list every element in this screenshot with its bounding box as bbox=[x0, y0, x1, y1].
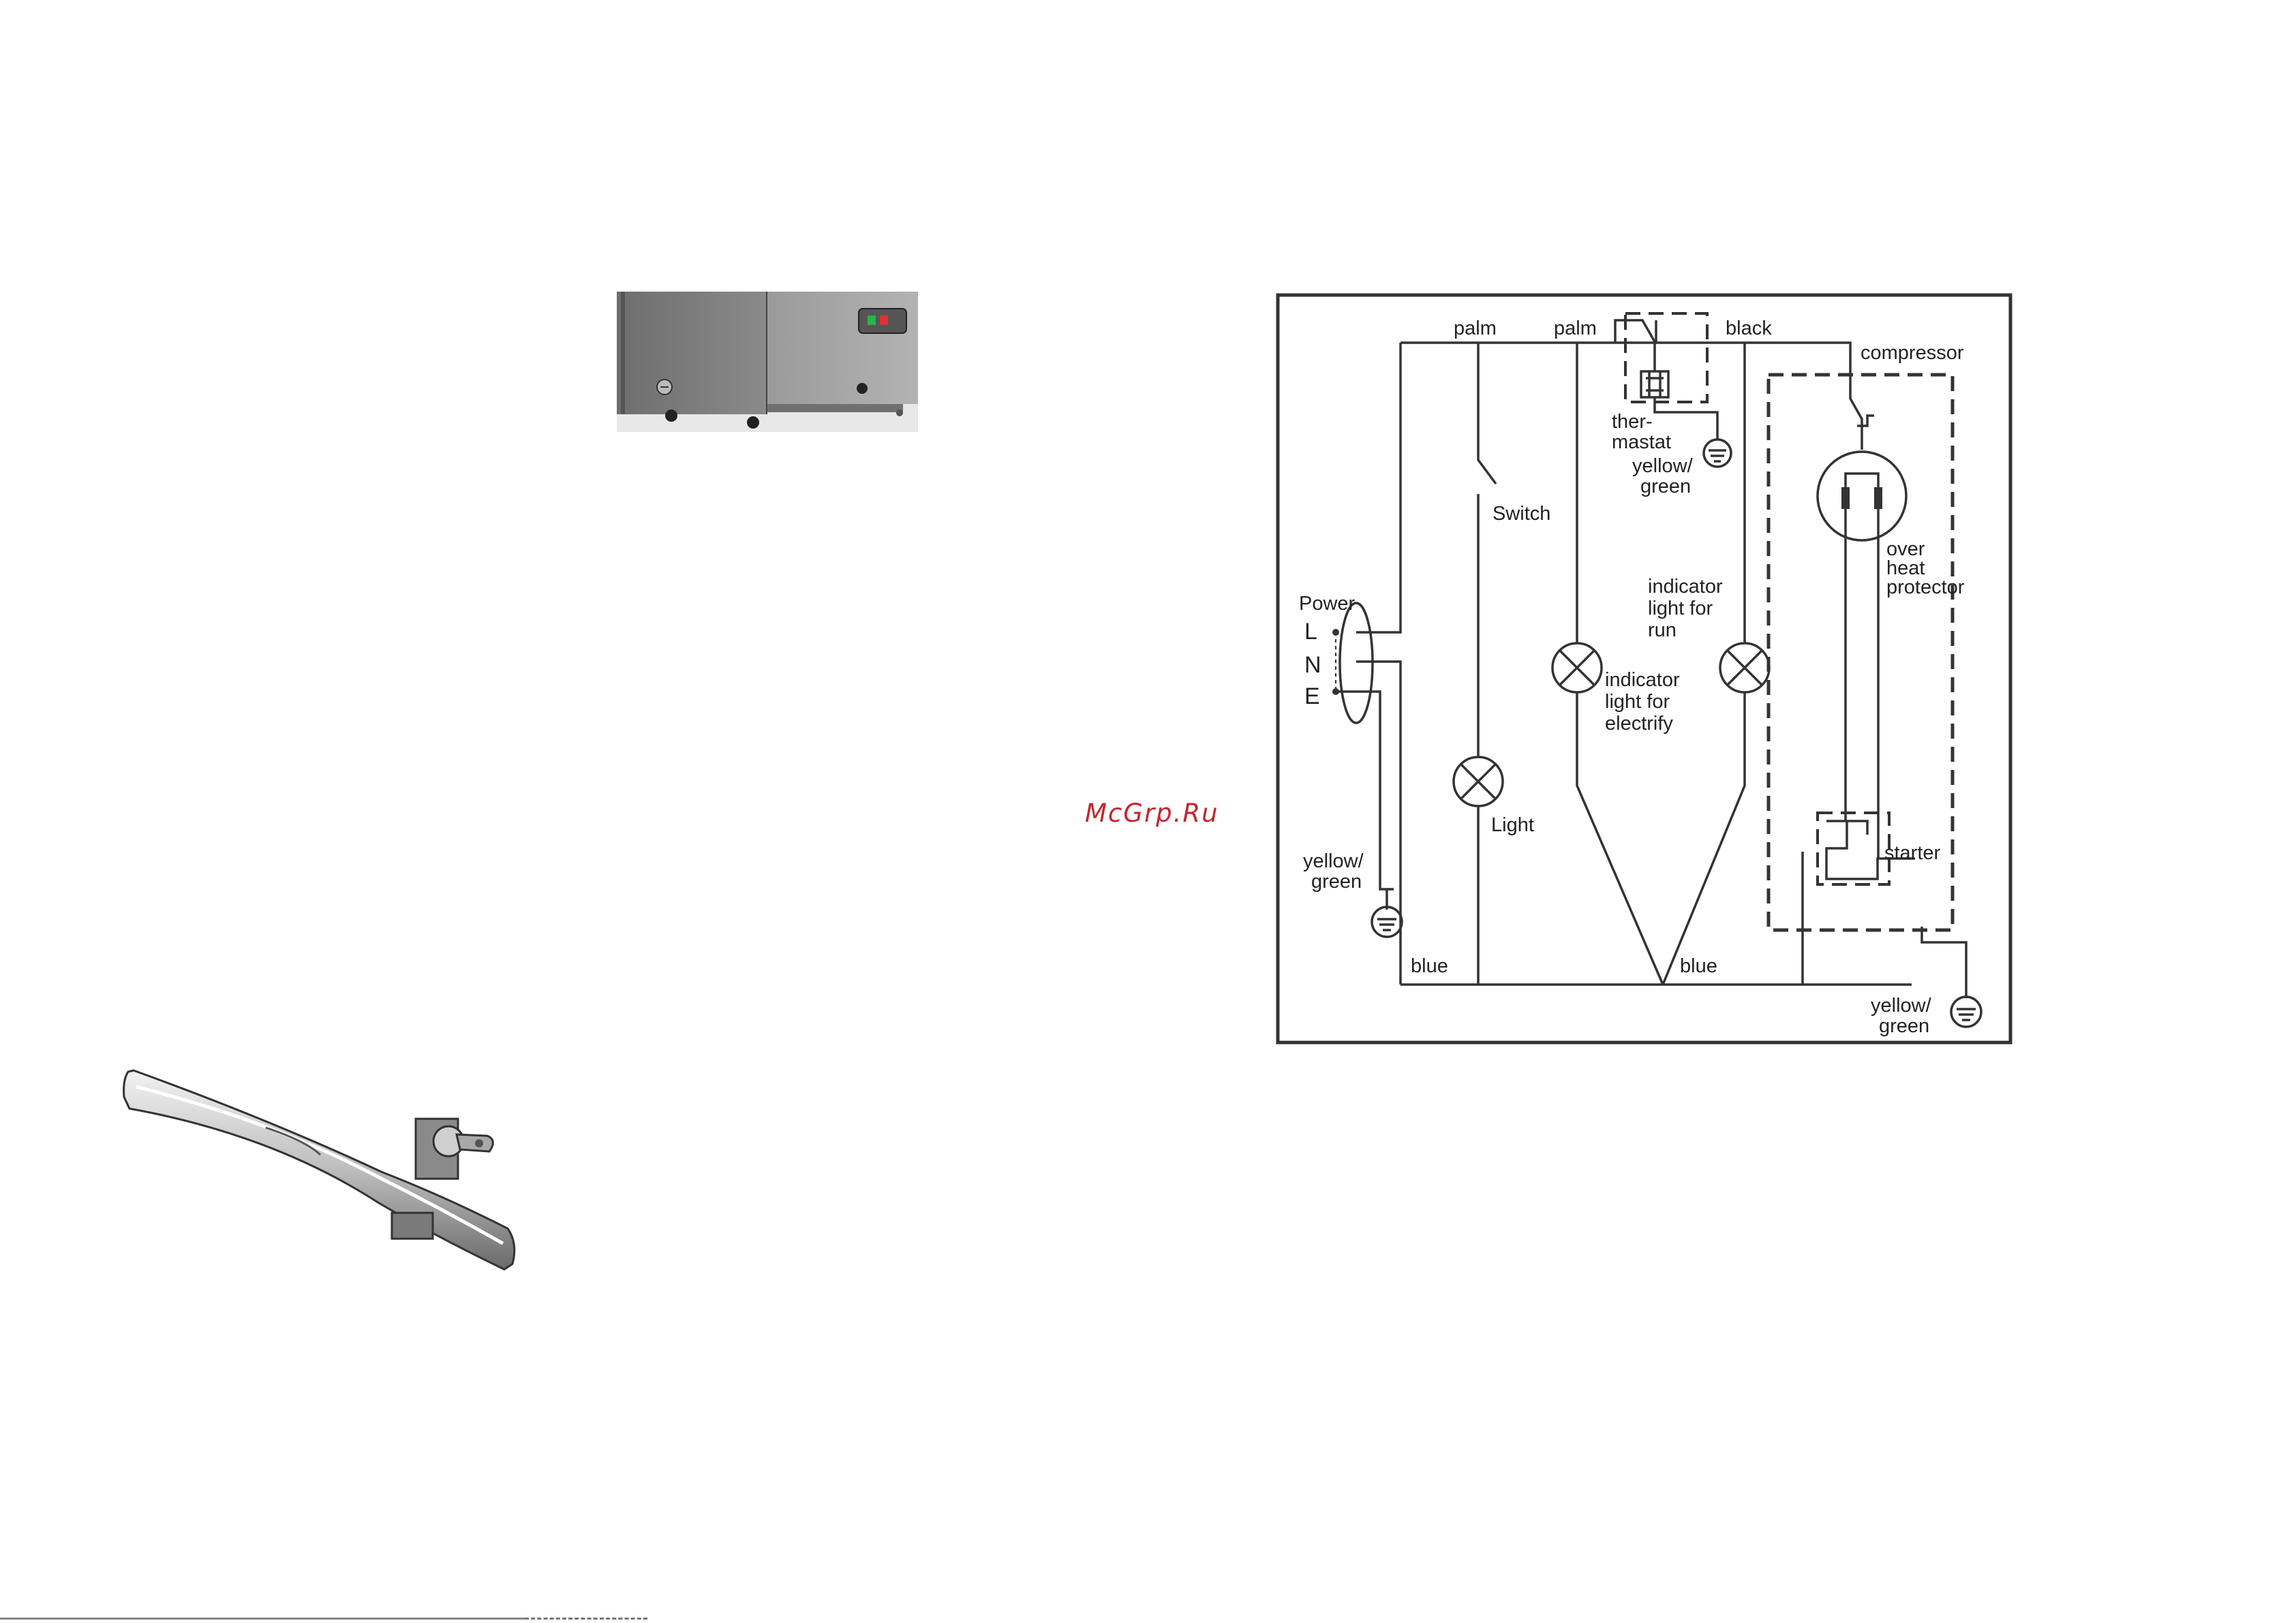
label-light: Light bbox=[1491, 814, 1534, 836]
watermark: McGrp.Ru bbox=[1085, 799, 1219, 828]
frame-ground-icon bbox=[1951, 997, 1981, 1027]
compressor-wire bbox=[1765, 343, 1862, 430]
label-black: black bbox=[1726, 318, 1772, 339]
label-thermostat-ground: yellow/ green bbox=[1632, 455, 1698, 497]
live-wire bbox=[1356, 343, 1400, 632]
freezer-photo bbox=[617, 292, 918, 432]
label-palm-2: palm bbox=[1554, 318, 1597, 339]
label-frame-ground: yellow/ green bbox=[1871, 995, 1937, 1037]
label-indicator-run: indicator light for run bbox=[1648, 576, 1728, 641]
footer-rule-dashed bbox=[525, 1618, 647, 1620]
thermostat-icon bbox=[1641, 371, 1668, 397]
handle-photo bbox=[116, 1060, 525, 1284]
label-blue-2: blue bbox=[1680, 955, 1717, 977]
label-power: Power bbox=[1299, 593, 1356, 615]
thermostat-box bbox=[1625, 313, 1707, 402]
label-blue-1: blue bbox=[1411, 955, 1448, 977]
label-compressor: compressor bbox=[1861, 342, 1964, 364]
power-plug-icon bbox=[1340, 603, 1373, 723]
terminal-E: E bbox=[1304, 683, 1320, 709]
coil-icon bbox=[1841, 487, 1850, 509]
terminal-N: N bbox=[1304, 652, 1321, 678]
terminal-L: L bbox=[1304, 619, 1317, 645]
label-palm-1: palm bbox=[1454, 318, 1497, 339]
wiring-diagram: palm palm black compressor ther- mastat … bbox=[1274, 290, 2024, 1049]
label-starter: starter bbox=[1884, 842, 1941, 864]
footer-rule bbox=[0, 1618, 525, 1620]
thermostat-contact bbox=[1615, 320, 1656, 344]
power-ground-icon bbox=[1372, 907, 1402, 937]
label-switch: Switch bbox=[1493, 503, 1550, 525]
overheat-protector-icon bbox=[1818, 452, 1906, 540]
label-thermostat: ther- mastat bbox=[1612, 411, 1671, 453]
switch-contact bbox=[1478, 343, 1496, 484]
label-power-ground: yellow/ green bbox=[1303, 850, 1369, 893]
thermostat-ground-icon bbox=[1704, 439, 1731, 467]
label-indicator-electrify: indicator light for electrify bbox=[1605, 669, 1685, 735]
